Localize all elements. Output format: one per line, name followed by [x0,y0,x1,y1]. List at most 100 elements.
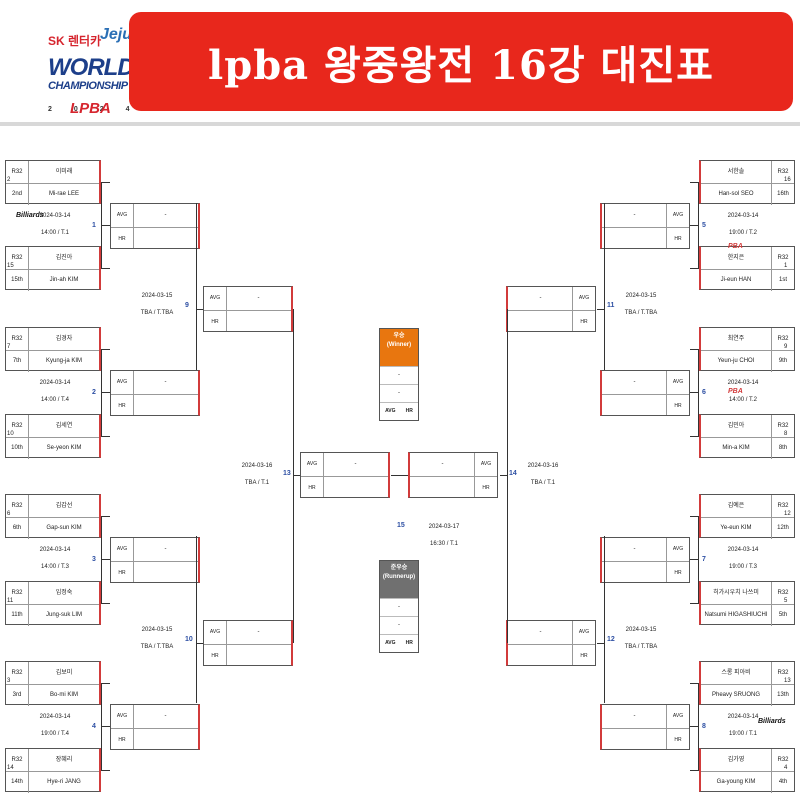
player-order: 9th [771,350,794,372]
match-time: TBA / T.TBA [624,644,658,650]
player-order: 13th [771,684,794,706]
winner-label: 우승 [393,333,405,339]
player-order: 5th [771,604,794,626]
round-tag: R32 [771,749,794,771]
score-divider [572,621,573,665]
score-row-hr: HR [111,394,198,417]
round-tag: R32 [6,495,29,517]
player-order: 12th [771,517,794,539]
match-number: 9 [185,302,189,309]
bracket-line [101,392,110,393]
hr-label: HR [211,319,219,325]
round-tag: R32 [771,161,794,183]
winner-stats: AVG HR [380,402,418,420]
bracket-line [690,182,699,183]
player-seed: 5 [784,598,788,604]
match-date: 2024-03-15 [625,293,657,299]
match-score-box: AVG- HR [110,537,200,583]
score-row-avg: AVG- [508,621,595,643]
score-row-avg: AVG- [111,538,198,560]
match-date: 2024-03-14 [39,547,71,553]
player-order: 10th [6,437,29,459]
hr-label: HR [211,653,219,659]
player-name-kor: 히가시우치 나쓰미 [713,590,759,596]
winner-name: - [380,366,418,384]
match-time: TBA / T.TBA [140,644,174,650]
avg-label: AVG [209,629,221,635]
avg-label: AVG [116,379,128,385]
match-score-box: AVG- HR [506,286,596,332]
event-logo: SK 렌터카 Jeju WORLD CHAMPIONSHIP 2024 LPBA [42,10,135,117]
player-name-eng: Mi-rae LEE [48,191,79,197]
match-time: 14:00 / T.2 [729,397,757,403]
score-row-hr: HR [111,227,198,250]
round-tag: R32 [6,582,29,604]
hr-label: HR [580,653,588,659]
round-tag: R32 [771,495,794,517]
match-score-box: AVG-HR [408,452,498,498]
avg-label: AVG [116,546,128,552]
player-row: 13th Pheavy SRUONG [701,684,794,706]
match-number: 5 [702,222,706,229]
hr-label: HR [674,403,682,409]
round-tag: R32 [771,415,794,437]
runnerup-label-eng: (Runnerup) [382,574,416,580]
logo-year: 2024 [48,106,152,113]
logo-lpba: LPBA [70,100,111,117]
player-seed: 3 [7,678,11,684]
match-number: 8 [702,723,706,730]
player-seed: 16 [784,177,791,183]
score-divider [133,204,134,248]
avg-label: AVG [672,379,684,385]
winner-avg-label: AVG [385,408,396,414]
bracket-line [690,268,699,269]
logo-championship: CHAMPIONSHIP [48,80,128,92]
sponsor-logo: PBA [728,243,743,250]
player-name-kor: 서한솔 [727,169,745,175]
avg-label: AVG [209,295,221,301]
logo-world: WORLD [48,54,135,81]
match-score-box: AVG-HR [110,370,200,416]
match-number: 2 [92,389,96,396]
hr-label: HR [482,485,490,491]
score-divider [572,287,573,331]
hr-label: HR [580,319,588,325]
sponsor-logo: Billiards [758,718,786,725]
player-order: 11th [6,604,29,626]
player-seed: 13 [784,678,791,684]
match-score-box: AVG-HR [203,620,293,666]
match-number: 10 [185,636,193,643]
score-row-avg: AVG- [508,287,595,309]
match-date: 2024-03-17 [428,524,460,530]
player-name-kor: 임정숙 [55,590,73,596]
sponsor-logo: PBA [728,388,743,395]
player-name-eng: Kyung-ja KIM [45,358,82,364]
bracket-line [690,683,699,684]
score-row-hr: HR [204,310,291,333]
hr-label: HR [118,570,126,576]
runnerup-stats: AVG HR [380,634,418,652]
score-divider [226,287,227,331]
match-time: 19:00 / T.2 [729,230,757,236]
player-name-kor: 김세연 [55,423,73,429]
score-value: - [354,461,357,467]
avg-label: AVG [672,546,684,552]
bracket-line [293,475,300,476]
score-row-hr: HR [602,394,689,417]
player-name-eng: Pheavy SRUONG [711,692,760,698]
match-date: 2024-03-14 [727,714,759,720]
round-tag: R32 [6,247,29,269]
